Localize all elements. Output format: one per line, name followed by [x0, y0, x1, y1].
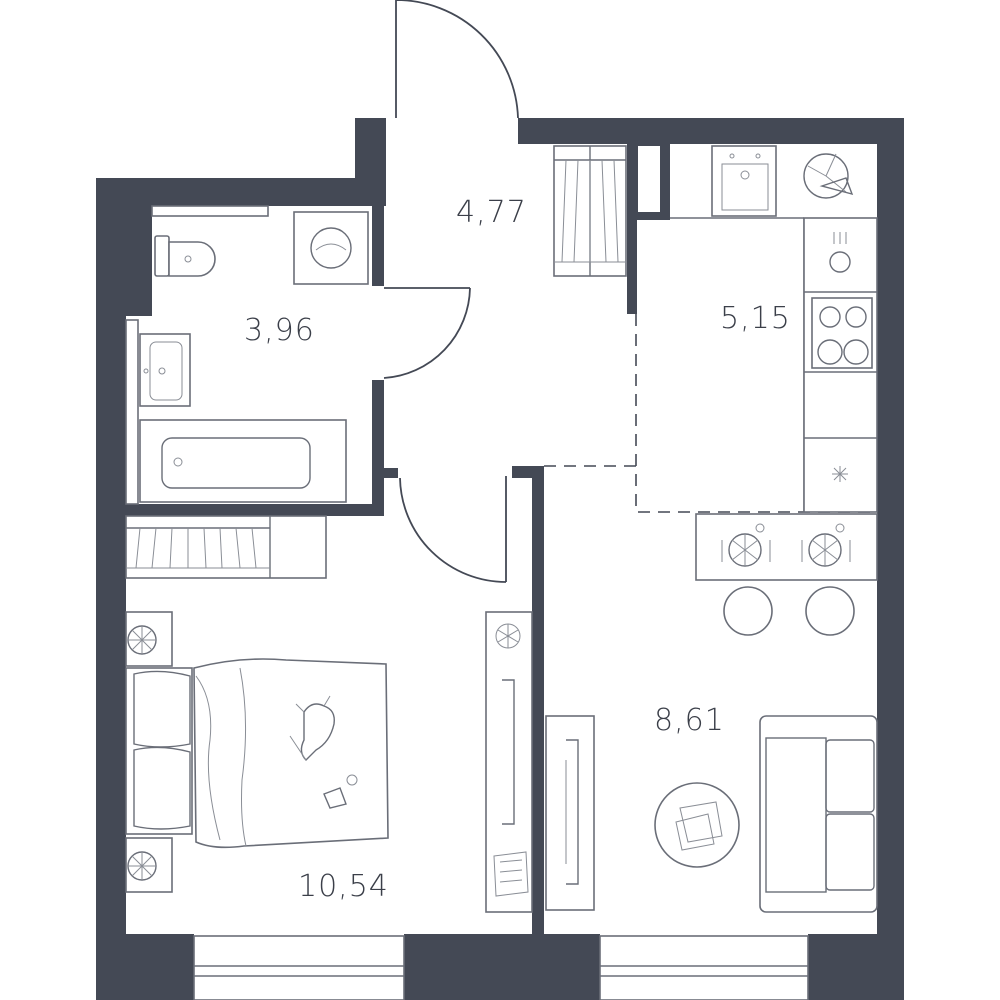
toilet-icon — [154, 235, 216, 277]
window-bedroom — [193, 935, 405, 1000]
area-label-living: 8,61 — [654, 703, 725, 738]
stove-icon — [811, 297, 873, 369]
sink-icon — [139, 333, 191, 407]
kitchen-fixtures — [670, 145, 878, 513]
kettle-icon — [829, 232, 851, 273]
bedroom-door — [399, 476, 507, 583]
wall-bath-bottom — [126, 504, 384, 516]
wall-notch — [355, 118, 386, 206]
table-setting-icon — [721, 523, 851, 567]
kitchen-sink-icon — [711, 145, 777, 217]
wall-kitchen-stub — [627, 144, 637, 314]
stool-right — [805, 586, 855, 636]
bedroom-furniture — [125, 515, 533, 913]
window-living — [599, 935, 809, 1000]
wall-top-bathroom — [96, 178, 386, 206]
dining-set — [695, 513, 878, 636]
fridge-icon — [832, 466, 848, 482]
bedroom-dresser-icon — [485, 611, 533, 913]
bathtub-icon — [139, 419, 347, 503]
washing-machine-icon — [293, 211, 369, 285]
wall-bottom-right — [808, 934, 904, 1000]
window-bath-left — [125, 319, 139, 505]
area-label-hall: 4,77 — [456, 195, 527, 230]
wall-bath-stub — [384, 468, 398, 478]
bath-shelf — [151, 205, 269, 217]
bathroom-fixtures — [139, 205, 369, 503]
bed-icon — [125, 658, 389, 849]
windows — [125, 319, 809, 1000]
coffee-table-icon — [654, 782, 740, 868]
wall-bottom-left — [96, 934, 194, 1000]
area-label-bedroom: 10,54 — [298, 869, 389, 904]
wall-bath-right-top — [372, 206, 384, 286]
pillar-inner — [638, 146, 660, 212]
entrance-door — [395, 0, 519, 119]
stool-left — [723, 586, 773, 636]
living-furniture — [545, 715, 878, 913]
toy-icon — [323, 774, 358, 809]
plant-icon — [803, 153, 854, 199]
wall-outer-left — [96, 178, 126, 1000]
dining-bench — [695, 513, 878, 581]
wall-bottom-mid — [404, 934, 600, 1000]
area-label-bathroom: 3,96 — [244, 313, 315, 348]
bedroom-wardrobe — [125, 515, 327, 579]
area-labels: 4,77 3,96 5,15 10,54 8,61 — [244, 195, 791, 904]
wall-bath-left-inner — [126, 206, 152, 316]
zone-boundary-kitchen — [544, 314, 877, 513]
doors — [383, 0, 519, 583]
wall-outer-right — [877, 118, 904, 1000]
cat-icon — [289, 695, 335, 761]
area-label-kitchen: 5,15 — [720, 301, 791, 336]
wall-top-right — [518, 118, 904, 144]
bathroom-door — [383, 287, 471, 379]
nightstand-bottom-icon — [125, 837, 173, 893]
tv-stand-icon — [545, 715, 595, 911]
wall-center — [532, 466, 544, 934]
nightstand-top-icon — [125, 611, 173, 667]
hall-wardrobe — [553, 145, 627, 277]
wall-bath-right-bottom — [372, 380, 384, 516]
sofa-icon — [759, 715, 878, 913]
